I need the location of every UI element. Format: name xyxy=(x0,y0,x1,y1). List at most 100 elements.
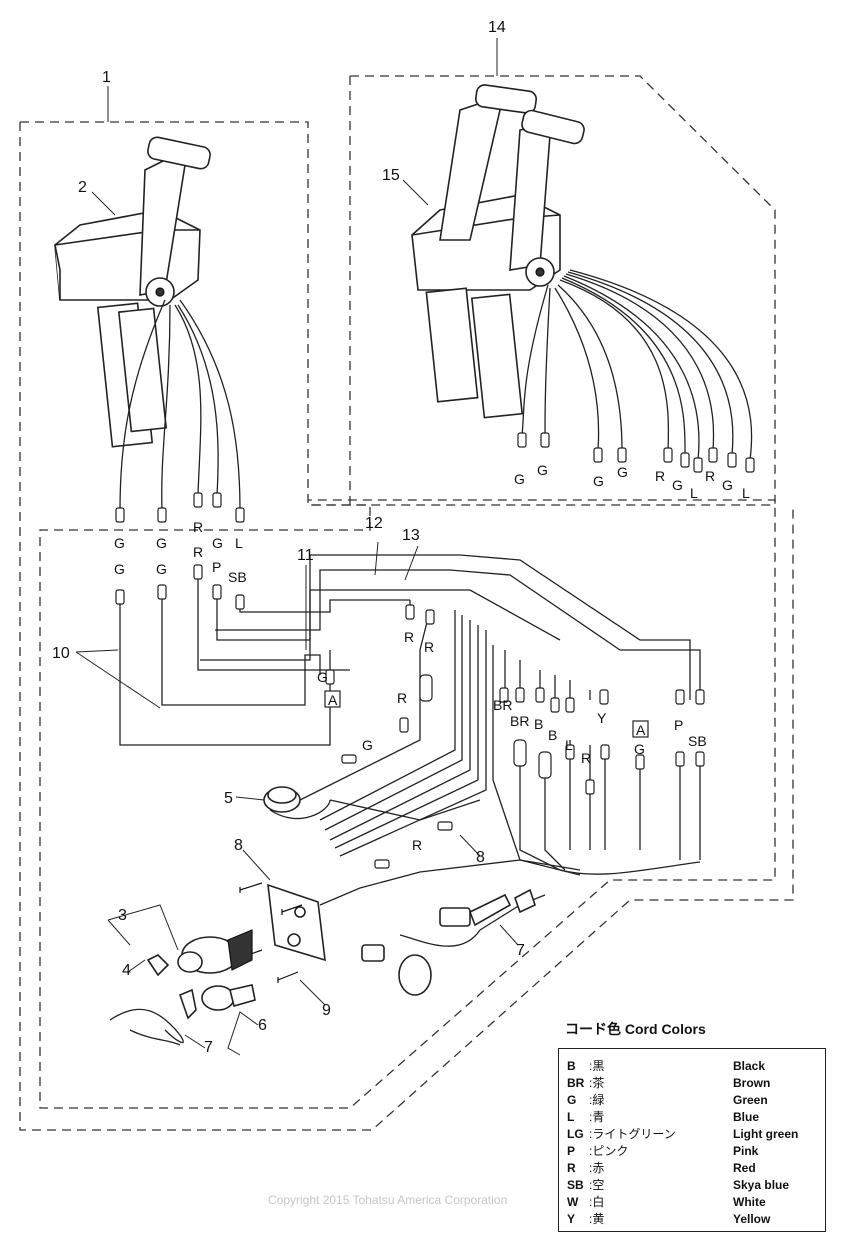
main-harness-runs xyxy=(119,554,701,906)
wire-label: G xyxy=(537,462,548,478)
main-harness-plug xyxy=(361,888,546,996)
legend-row: B :黒 Black xyxy=(559,1059,827,1074)
single-lever-remote-control xyxy=(54,136,211,448)
svg-text:A: A xyxy=(328,692,338,708)
legend-row: G :緑 Green xyxy=(559,1093,827,1108)
legend-en: White xyxy=(733,1195,766,1209)
wire-label: G xyxy=(362,737,373,753)
wire-label: R xyxy=(404,629,414,645)
stop-switch xyxy=(201,984,256,1011)
wire-label: G xyxy=(672,477,683,493)
wire-label: B xyxy=(548,727,557,743)
callout-6: 6 xyxy=(258,1017,267,1034)
wire-label: L xyxy=(742,485,750,501)
legend-jp: :黒 xyxy=(589,1059,605,1073)
wire-label: R xyxy=(424,639,434,655)
wire-label: BR xyxy=(493,697,512,713)
wire-connectors xyxy=(115,432,755,869)
callout-3: 3 xyxy=(118,907,127,924)
callout-9: 9 xyxy=(322,1002,331,1019)
svg-text:A: A xyxy=(636,722,646,738)
main-switch xyxy=(177,929,253,974)
wire-label: R xyxy=(581,750,591,766)
legend-code: P xyxy=(567,1144,576,1158)
twin-lever-remote-control xyxy=(411,84,585,419)
copyright-notice: Copyright 2015 Tohatsu America Corporati… xyxy=(268,1193,508,1207)
legend-row: R :赤 Red xyxy=(559,1161,827,1176)
legend-row: LG :ライトグリーン Light green xyxy=(559,1127,827,1142)
wire-label: P xyxy=(674,717,683,733)
legend-jp: :空 xyxy=(589,1178,605,1192)
callout-8-harness: 8 xyxy=(476,849,485,866)
wire-label: R xyxy=(705,468,715,484)
wire-label: BR xyxy=(510,713,529,729)
legend-code: G xyxy=(567,1093,577,1107)
wire-label: L xyxy=(235,535,243,551)
wire-label: G xyxy=(634,741,645,757)
legend-jp: :青 xyxy=(589,1110,605,1124)
group-14-boundary xyxy=(308,75,776,506)
wire-label: SB xyxy=(688,733,707,749)
legend-row: W :白 White xyxy=(559,1195,827,1210)
legend-jp: :黄 xyxy=(589,1212,605,1226)
legend-en: Yellow xyxy=(733,1212,771,1226)
wire-label: G xyxy=(156,561,167,577)
legend-row: L :青 Blue xyxy=(559,1110,827,1125)
callout-11: 11 xyxy=(297,547,314,564)
legend-code: B xyxy=(567,1059,576,1073)
wire-label: L xyxy=(690,485,698,501)
legend-code: BR xyxy=(567,1076,585,1090)
legend-jp: :緑 xyxy=(589,1093,605,1107)
buzzer xyxy=(263,786,331,820)
legend-code: L xyxy=(567,1110,575,1124)
wire-label: G xyxy=(722,477,733,493)
wire-label: G xyxy=(317,669,328,685)
callout-15: 15 xyxy=(382,167,400,184)
wire-label: G xyxy=(617,464,628,480)
key xyxy=(146,954,170,977)
leader-lines xyxy=(75,38,519,1056)
callout-5: 5 xyxy=(224,790,233,807)
callout-14: 14 xyxy=(488,19,506,36)
wire-label: L xyxy=(565,737,573,753)
legend-jp: :白 xyxy=(589,1195,605,1209)
legend-title: コード色 Cord Colors xyxy=(565,1021,706,1037)
callout-12: 12 xyxy=(365,515,383,532)
callout-10: 10 xyxy=(52,645,70,662)
legend-code: SB xyxy=(567,1178,584,1192)
wire-label: G xyxy=(514,471,525,487)
wire-label: G xyxy=(212,535,223,551)
legend-en: Pink xyxy=(733,1144,759,1158)
wire-label: G xyxy=(593,473,604,489)
callout-7-left: 7 xyxy=(204,1039,213,1056)
legend-en: Black xyxy=(733,1059,766,1073)
wire-label: R xyxy=(655,468,665,484)
callout-2: 2 xyxy=(78,179,87,196)
reference-marker-a-left: A xyxy=(324,690,341,708)
wire-label: G xyxy=(156,535,167,551)
wire-label: Y xyxy=(597,710,607,726)
callout-4: 4 xyxy=(122,962,131,979)
wire-label: R xyxy=(193,544,203,560)
legend-en: Green xyxy=(733,1093,768,1107)
callout-7-right: 7 xyxy=(516,942,525,959)
wire-label: SB xyxy=(228,569,247,585)
legend-jp: :赤 xyxy=(589,1161,605,1175)
twin-remote-wires xyxy=(521,269,753,461)
legend-en: Brown xyxy=(733,1076,771,1090)
callout-13: 13 xyxy=(402,527,420,544)
legend-en: Blue xyxy=(733,1110,760,1124)
wire-label: G xyxy=(114,561,125,577)
wire-label: R xyxy=(412,837,422,853)
switch-panel xyxy=(109,882,326,1046)
legend-jp: :ライトグリーン xyxy=(589,1127,676,1141)
lanyard xyxy=(109,988,197,1046)
legend-row: SB :空 Skya blue xyxy=(559,1178,827,1193)
callout-1: 1 xyxy=(102,69,111,86)
legend-row: Y :黄 Yellow xyxy=(559,1212,827,1227)
group-1-boundary xyxy=(19,121,794,1131)
legend-en: Light green xyxy=(733,1127,799,1141)
legend-en: Red xyxy=(733,1161,756,1175)
legend-code: Y xyxy=(567,1212,576,1226)
cord-color-legend: B :黒 Black BR :茶 Brown G :緑 Green L :青 B… xyxy=(558,1048,826,1232)
